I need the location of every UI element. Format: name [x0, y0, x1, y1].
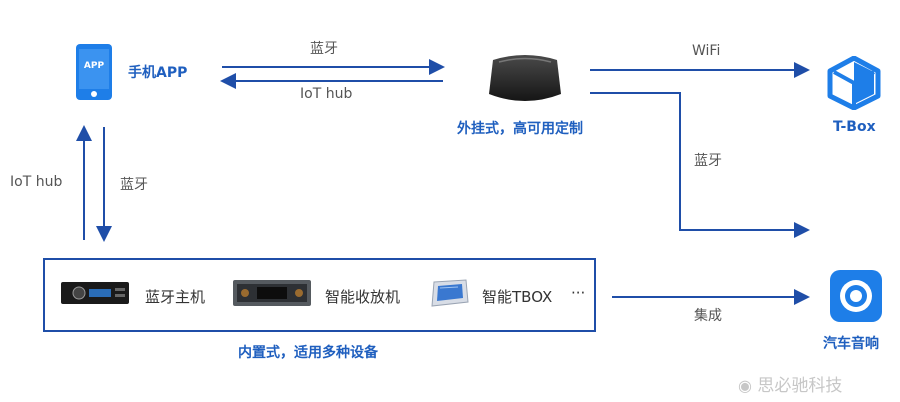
weibo-icon: ◉: [738, 376, 752, 395]
device-label-bluetooth-head-unit: 蓝牙主机: [145, 288, 206, 306]
edge-label-wifi: WiFi: [692, 43, 721, 59]
edge-label-vertical-down: 蓝牙: [120, 177, 148, 193]
edge-label-dongle-to-app: IoT hub: [300, 86, 353, 102]
edge-label-vertical-up: IoT hub: [10, 174, 63, 190]
tbox-label: T-Box: [833, 119, 876, 135]
arrow-dongle-to-audio: [590, 92, 810, 238]
dongle-device-icon: [485, 50, 565, 112]
smart-tbox-icon: [428, 278, 470, 312]
device-more-ellipsis: ···: [571, 284, 586, 302]
edge-label-dongle-bluetooth: 蓝牙: [694, 153, 722, 169]
phone-app-label: 手机APP: [128, 65, 188, 81]
car-audio-speaker-icon: [830, 270, 882, 326]
edge-label-integration: 集成: [694, 308, 722, 324]
embedded-caption: 内置式，适用多种设备: [238, 345, 378, 361]
app-icon-text: APP: [83, 61, 105, 71]
device-label-smart-tbox: 智能TBOX: [482, 288, 553, 306]
watermark: ◉ 思必驰科技: [738, 371, 842, 396]
watermark-text: 思必驰科技: [757, 376, 843, 396]
bluetooth-head-unit-icon: [61, 282, 129, 308]
device-label-smart-radio: 智能收放机: [325, 288, 401, 306]
smart-radio-icon: [233, 280, 311, 310]
phone-app-icon: APP: [75, 43, 113, 105]
edge-label-app-to-dongle: 蓝牙: [310, 41, 338, 57]
dongle-label: 外挂式，高可用定制: [457, 121, 583, 137]
tbox-cube-icon: [826, 55, 882, 114]
car-audio-label: 汽车音响: [823, 336, 879, 352]
embedded-devices-box: 蓝牙主机 智能收放机 智能TBOX ···: [43, 258, 596, 332]
